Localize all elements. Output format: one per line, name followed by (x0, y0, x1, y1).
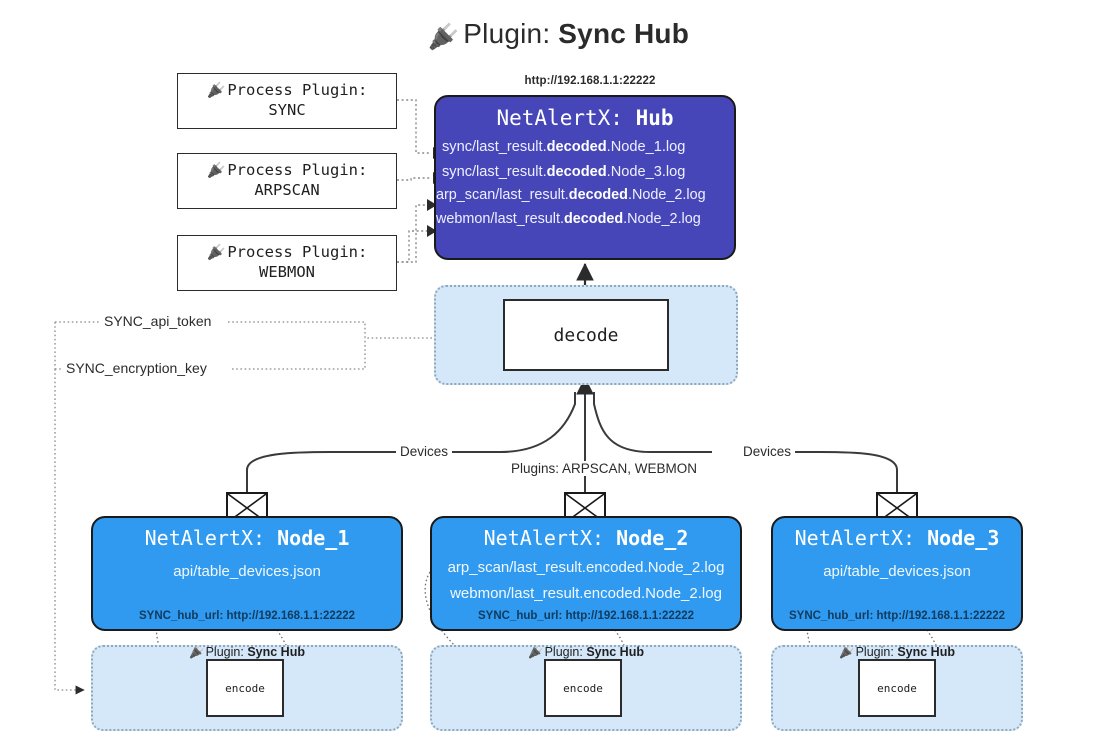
plug-icon: 🔌 (427, 23, 460, 51)
process-plugin-arpscan[interactable]: 🔌Process Plugin: ARPSCAN (177, 153, 397, 209)
sync-encryption-key-label: SYNC_encryption_key (62, 360, 211, 376)
plug-icon: 🔌 (206, 243, 226, 262)
node_3-line-1: api/table_devices.json (823, 563, 971, 580)
encode-plugin-label-node_2: 🔌Plugin: Sync Hub (528, 645, 644, 659)
node_1-hub-url: SYNC_hub_url: http://192.168.1.1:22222 (138, 610, 356, 622)
hub-logline-4: webmon/last_result.decoded.Node_2.log (436, 210, 701, 227)
node_3-hub-url: SYNC_hub_url: http://192.168.1.1:22222 (788, 610, 1006, 622)
process-plugin-sync[interactable]: 🔌Process Plugin: SYNC (177, 73, 397, 129)
edge-label-devices-left: Devices (396, 444, 453, 459)
node_1-title: NetAlertX: Node_1 (144, 526, 350, 550)
node-card-node_2[interactable]: NetAlertX: Node_2 arp_scan/last_result.e… (430, 516, 742, 631)
encode-box-node_1[interactable]: encode (206, 659, 284, 717)
encode-plugin-label-node_3: 🔌Plugin: Sync Hub (839, 645, 955, 659)
sync-api-token-label: SYNC_api_token (100, 313, 216, 329)
hub-title: NetAlertX: Hub (436, 106, 734, 130)
hub-logline-3: arp_scan/last_result.decoded.Node_2.log (436, 187, 706, 204)
page-title: 🔌Plugin: Sync Hub (0, 18, 1117, 51)
node_2-hub-url: SYNC_hub_url: http://192.168.1.1:22222 (477, 610, 695, 622)
process-plugin-sync-line1: Process Plugin: (227, 81, 368, 100)
hub-title-name: Hub (635, 106, 674, 130)
page-title-prefix: Plugin: (463, 18, 551, 49)
plug-icon: 🔌 (189, 645, 205, 659)
hub-card[interactable]: NetAlertX: Hub sync/last_result.decoded.… (434, 95, 736, 260)
process-plugin-sync-line2: SYNC (268, 101, 306, 119)
encode-box-node_2[interactable]: encode (544, 659, 622, 717)
process-plugin-arpscan-line1: Process Plugin: (227, 161, 368, 180)
encode-plugin-label-node_1: 🔌Plugin: Sync Hub (189, 645, 305, 659)
node-card-node_1[interactable]: NetAlertX: Node_1 api/table_devices.json… (91, 516, 403, 631)
hub-url-label: http://192.168.1.1:22222 (524, 75, 656, 87)
edge-label-devices-right: Devices (739, 444, 796, 459)
plug-icon: 🔌 (528, 645, 544, 659)
decode-box[interactable]: decode (503, 299, 669, 371)
node-card-node_3[interactable]: NetAlertX: Node_3 api/table_devices.json… (771, 516, 1023, 631)
node_2-title: NetAlertX: Node_2 (483, 526, 689, 550)
plug-icon: 🔌 (206, 81, 226, 100)
process-plugin-arpscan-line2: ARPSCAN (254, 181, 320, 199)
encode-box-node_3[interactable]: encode (858, 659, 936, 717)
process-plugin-webmon-line1: Process Plugin: (227, 243, 368, 262)
hub-title-prefix: NetAlertX: (496, 106, 623, 130)
node_1-line-1: api/table_devices.json (173, 563, 321, 580)
process-plugin-webmon[interactable]: 🔌Process Plugin: WEBMON (177, 235, 397, 291)
node_3-title: NetAlertX: Node_3 (794, 526, 1000, 550)
edge-label-plugins-center: Plugins: ARPSCAN, WEBMON (507, 461, 702, 476)
plug-icon: 🔌 (206, 161, 226, 180)
node_2-line-1: arp_scan/last_result.encoded.Node_2.log (447, 559, 725, 576)
plug-icon: 🔌 (839, 645, 855, 659)
process-plugin-webmon-line2: WEBMON (259, 263, 315, 281)
hub-logline-1: sync/last_result.decoded.Node_1.log (442, 139, 686, 155)
node_2-line-2: webmon/last_result.encoded.Node_2.log (450, 585, 722, 602)
page-title-name: Sync Hub (558, 18, 690, 49)
hub-logline-2: sync/last_result.decoded.Node_3.log (442, 163, 686, 180)
